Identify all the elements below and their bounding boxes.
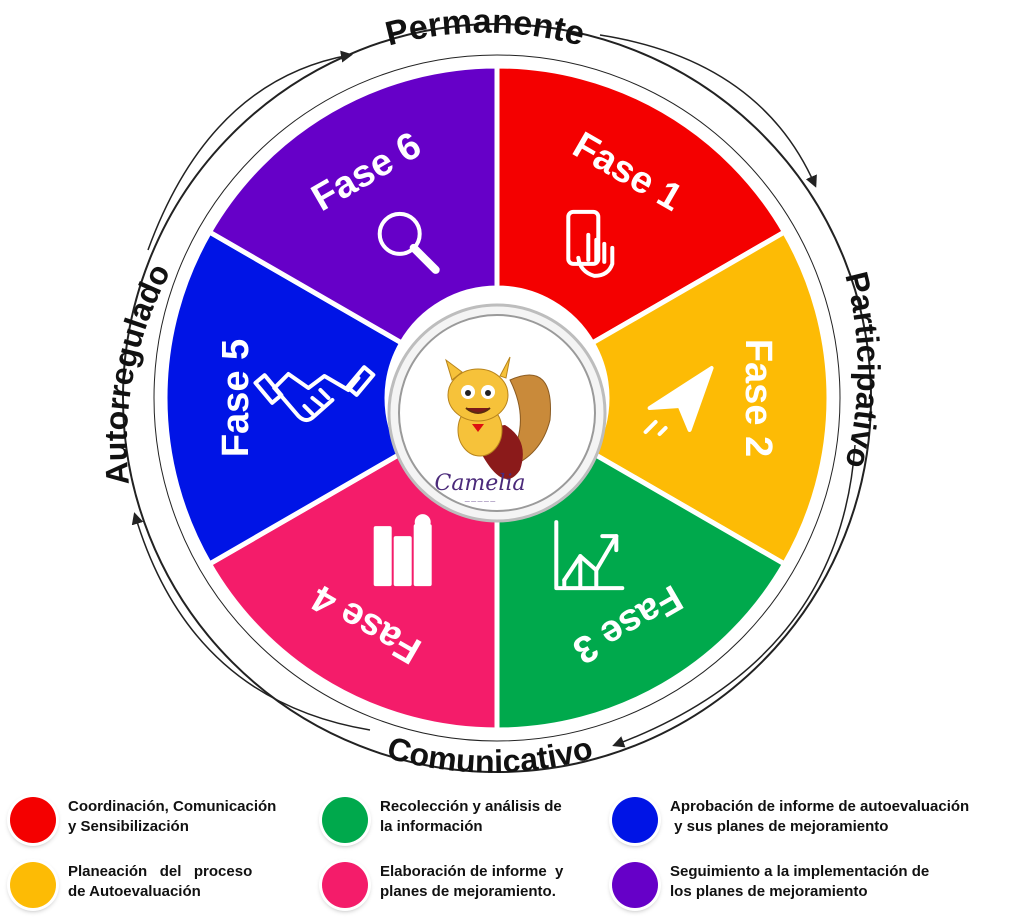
ring-arrow-bottom-left: [131, 512, 371, 731]
hand-tap-phone-icon: [566, 209, 615, 278]
legend-item-6: Seguimiento a la implementación de los pl…: [612, 862, 929, 908]
legend-item-3: Recolección y análisis de la información: [322, 797, 562, 843]
legend-text: Aprobación de informe de autoevaluación …: [670, 797, 969, 837]
legend-text: Recolección y análisis de la información: [380, 797, 562, 837]
ring-arrow-right-bottom: [612, 444, 856, 748]
handshake-icon: [253, 365, 376, 422]
phase-sector-2: [588, 228, 832, 568]
legend-line-2: y Sensibilización: [68, 818, 189, 835]
camelia-logo-tagline: — — — — —: [465, 499, 496, 505]
legend-line-2: la información: [380, 818, 483, 835]
camelia-mascot-logo: [445, 356, 551, 479]
art-supplies-icon: [373, 514, 432, 587]
legend-color-dot: [612, 862, 658, 908]
phase-sector-1: [494, 63, 788, 347]
legend-item-2: Planeación del proceso de Autoevaluación: [10, 862, 252, 908]
legend-line-2: los planes de mejoramiento: [670, 883, 868, 900]
growth-chart-icon: [554, 520, 625, 591]
legend-line-1: Seguimiento a la implementación de: [670, 863, 930, 880]
legend-item-5: Aprobación de informe de autoevaluación …: [612, 797, 969, 843]
legend-line-1: Aprobación de informe de autoevaluación: [670, 798, 970, 815]
paper-plane-icon: [643, 366, 714, 436]
legend-text: Elaboración de informe y planes de mejora…: [380, 862, 563, 902]
inner-ring: [153, 54, 841, 742]
legend-item-4: Elaboración de informe y planes de mejora…: [322, 862, 563, 908]
phase-icons: [253, 209, 714, 591]
legend-text: Planeación del proceso de Autoevaluación: [68, 862, 252, 902]
legend-color-dot: [322, 862, 368, 908]
phase-label-5: Fase 5: [215, 339, 257, 457]
phase-label-2: Fase 2: [737, 339, 779, 457]
ring-arrow-top-right: [599, 34, 817, 188]
legend-line-1: Recolección y análisis de: [380, 798, 562, 815]
legend-line-2: y sus planes de mejoramiento: [670, 818, 889, 835]
legend-item-1: Coordinación, Comunicación y Sensibilizac…: [10, 797, 276, 843]
legend-text: Seguimiento a la implementación de los pl…: [670, 862, 929, 902]
legend-line-2: planes de mejoramiento.: [380, 883, 556, 900]
legend-line-2: de Autoevaluación: [68, 883, 201, 900]
legend-line-1: Planeación del proceso: [68, 863, 253, 880]
phase-sector-6: [206, 63, 500, 347]
legend-line-1: Elaboración de informe y: [380, 863, 564, 880]
legend-text: Coordinación, Comunicación y Sensibilizac…: [68, 797, 276, 837]
magnifier-icon: [377, 211, 440, 274]
legend-color-dot: [10, 862, 56, 908]
phase-sectors: [162, 63, 832, 733]
legend-color-dot: [612, 797, 658, 843]
legend-color-dot: [10, 797, 56, 843]
legend-line-1: Coordinación, Comunicación: [68, 798, 277, 815]
camelia-logo-text: Camelia: [434, 471, 525, 496]
ring-arrow-left-top: [147, 50, 353, 251]
legend-color-dot: [322, 797, 368, 843]
phase-wheel-diagram: Permanente Participativo Autorregulado C…: [98, 3, 887, 780]
